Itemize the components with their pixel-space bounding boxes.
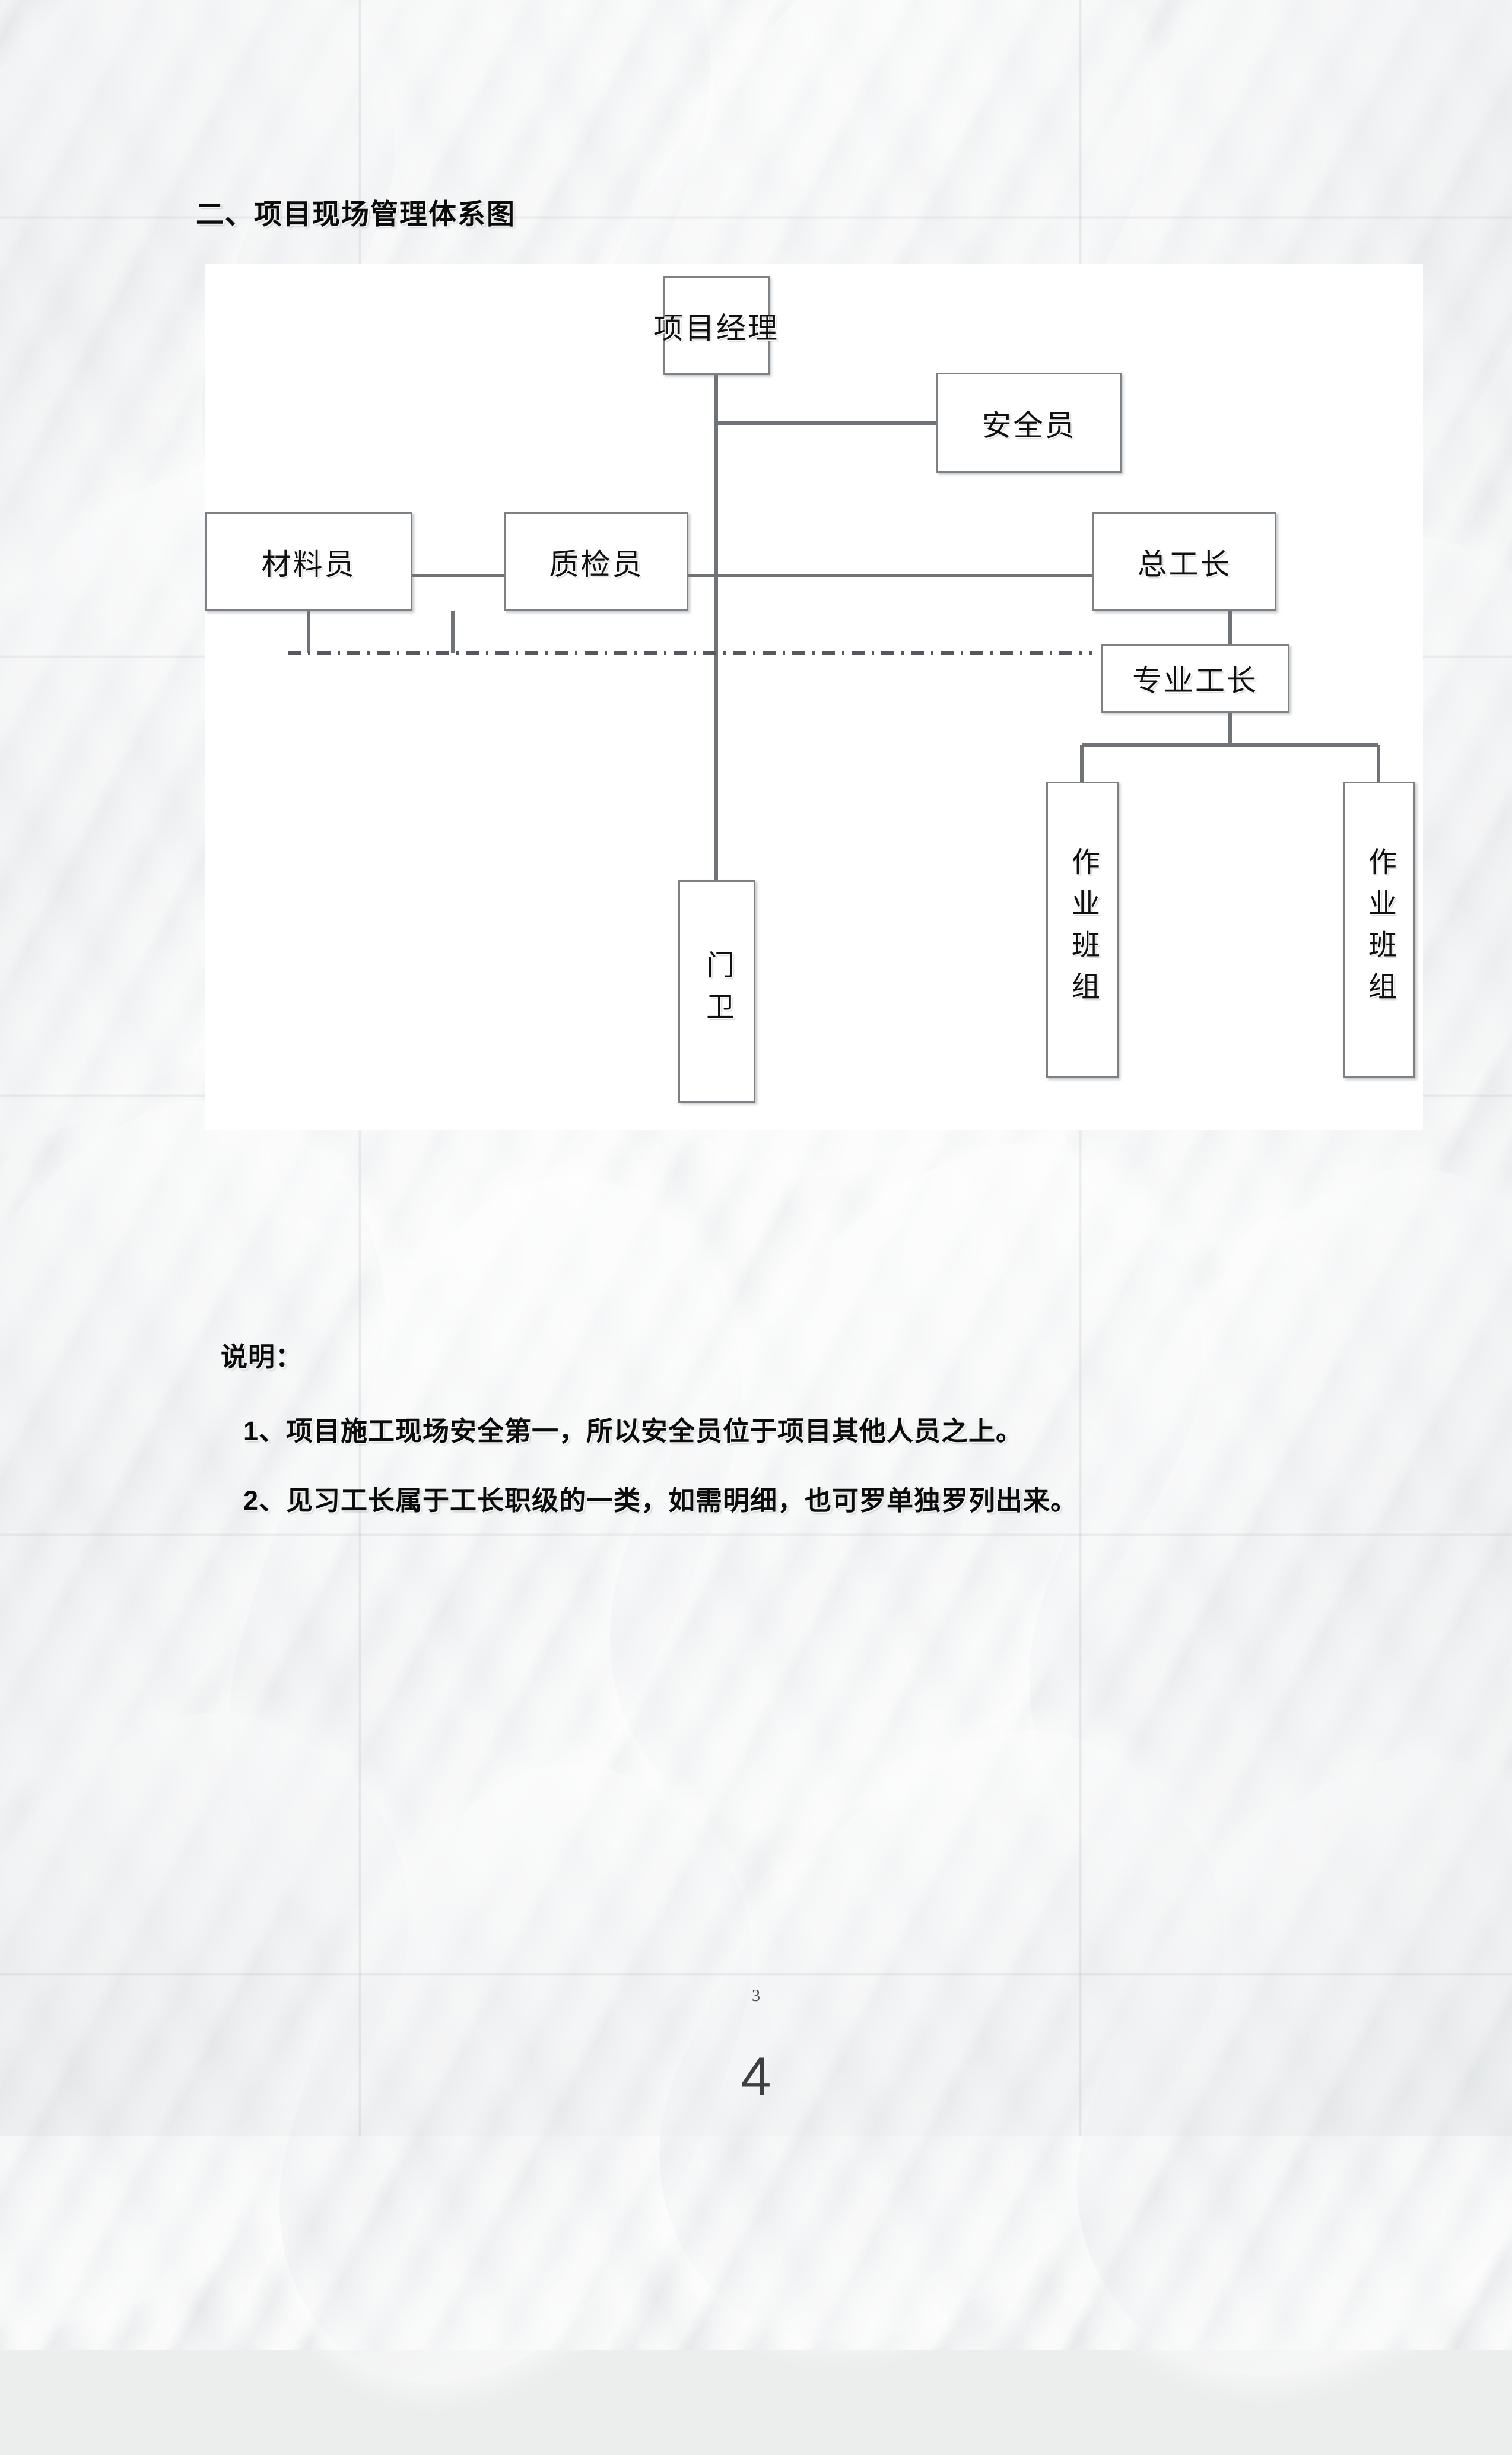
node-work-team-2[interactable]: 作业班组 — [1343, 782, 1415, 1078]
org-chart-panel: 项目经理 安全员 材料员 质检员 总工长 专业工长 门卫 作业班组 作业班组 — [205, 264, 1423, 1130]
viewer-page-number: 4 — [741, 2047, 771, 2107]
node-specialty-foreman[interactable]: 专业工长 — [1101, 644, 1289, 713]
document-page-number: 3 — [752, 1987, 760, 2005]
node-project-manager-label: 项目经理 — [653, 311, 779, 345]
note-item-1: 1、项目施工现场安全第一，所以安全员位于项目其他人员之上。 — [243, 1416, 1024, 1446]
node-project-manager[interactable]: 项目经理 — [653, 276, 777, 375]
notes-section: 说明： 1、项目施工现场安全第一，所以安全员位于项目其他人员之上。 2、见习工长… — [221, 1335, 1348, 1548]
node-work-team-1[interactable]: 作业班组 — [1046, 782, 1119, 1078]
node-chief-foreman-label: 总工长 — [1137, 547, 1232, 581]
node-quality-inspector[interactable]: 质检员 — [504, 512, 688, 611]
node-work-team-2-label: 作业班组 — [1364, 847, 1395, 1013]
node-work-team-1-label: 作业班组 — [1067, 847, 1098, 1013]
node-safety-officer-label: 安全员 — [981, 408, 1076, 442]
node-chief-foreman[interactable]: 总工长 — [1092, 512, 1276, 611]
node-gate-guard[interactable]: 门卫 — [678, 880, 755, 1103]
page-title: 二、项目现场管理体系图 — [196, 198, 516, 230]
node-gate-guard-label: 门卫 — [701, 949, 733, 1033]
note-item-2: 2、见习工长属于工长职级的一类，如需明细，也可罗单独罗列出来。 — [243, 1485, 1078, 1516]
page-content: 二、项目现场管理体系图 — [196, 198, 1423, 2107]
node-specialty-foreman-label: 专业工长 — [1132, 664, 1258, 697]
node-material-clerk[interactable]: 材料员 — [205, 512, 412, 611]
node-safety-officer[interactable]: 安全员 — [936, 373, 1122, 473]
org-chart-connectors — [288, 375, 1380, 880]
notes-heading: 说明： — [221, 1342, 303, 1372]
node-material-clerk-label: 材料员 — [261, 547, 356, 581]
node-quality-inspector-label: 质检员 — [549, 547, 644, 581]
